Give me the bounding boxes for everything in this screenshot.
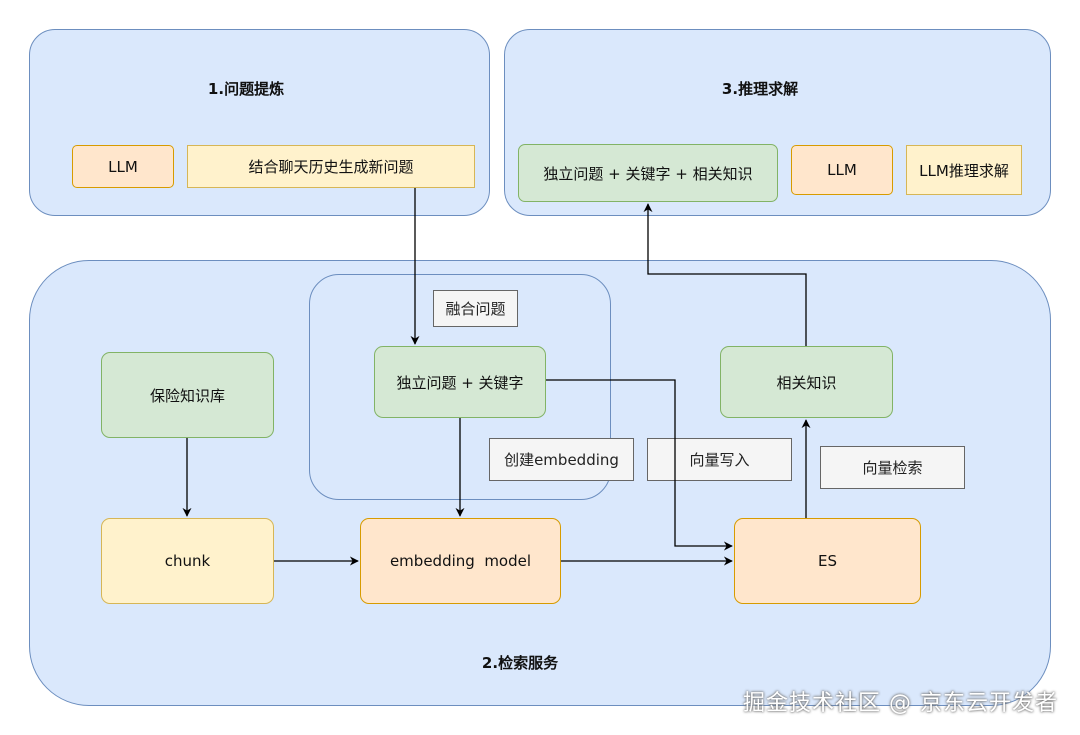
fusion-question-label: 融合问题 (433, 290, 518, 327)
combined-context-node: 独立问题 + 关键字 + 相关知识 (518, 144, 778, 202)
arrow-knowledge-to-context (643, 203, 807, 346)
embedding-model-node: embedding model (360, 518, 561, 604)
vector-write-label: 向量写入 (647, 438, 792, 481)
panel-title-retrieval: 2.检索服务 (481, 654, 559, 672)
llm-reasoning-node: LLM推理求解 (906, 145, 1022, 195)
arrow-question-to-es (546, 379, 733, 551)
related-knowledge-node: 相关知识 (720, 346, 893, 418)
llm-node-reasoning: LLM (791, 145, 893, 195)
combine-history-node: 结合聊天历史生成新问题 (187, 145, 475, 188)
create-embedding-label: 创建embedding (489, 438, 634, 481)
vector-search-label: 向量检索 (820, 446, 965, 489)
es-node: ES (734, 518, 921, 604)
llm-node-refine: LLM (72, 145, 174, 188)
chunk-node: chunk (101, 518, 274, 604)
watermark: 掘金技术社区 @ 京东云开发者 (743, 691, 1058, 716)
panel-title-reasoning: 3.推理求解 (721, 80, 799, 98)
knowledge-base-node: 保险知识库 (101, 352, 274, 438)
standalone-question-node: 独立问题 + 关键字 (374, 346, 546, 418)
panel-title-refine: 1.问题提炼 (207, 80, 285, 98)
